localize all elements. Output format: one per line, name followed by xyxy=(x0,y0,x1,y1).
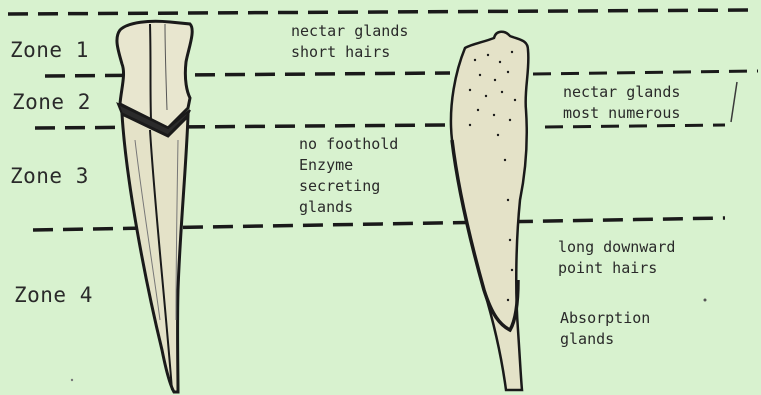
zone-4-hairs-annotation: long downward point hairs xyxy=(558,237,675,279)
annotation-line: glands xyxy=(560,329,650,350)
bracket-line xyxy=(731,82,737,122)
annotation-line: Absorption xyxy=(560,308,650,329)
zone-1-label: Zone 1 xyxy=(10,38,89,62)
pitcher-section-view xyxy=(451,32,528,390)
annotation-line: nectar glands xyxy=(291,21,408,42)
zone-boundary-1-2-right xyxy=(533,71,758,74)
zone-4-absorption-annotation: Absorption glands xyxy=(560,308,650,350)
annotation-line: no foothold xyxy=(299,134,398,155)
annotation-line: most numerous xyxy=(563,103,680,124)
zone-boundary-2-3-left xyxy=(35,125,450,128)
annotation-line: glands xyxy=(299,197,398,218)
zone-1-annotation: nectar glands short hairs xyxy=(291,21,408,63)
zone-2-label: Zone 2 xyxy=(12,90,91,114)
speck xyxy=(71,379,73,381)
annotation-line: point hairs xyxy=(558,258,675,279)
zone-2-annotation: nectar glands most numerous xyxy=(563,82,680,124)
zone-boundary-top xyxy=(8,10,755,14)
zone-boundary-2-3-right xyxy=(545,125,725,127)
zone-boundary-1-2-left xyxy=(45,73,450,76)
speck xyxy=(704,299,707,302)
annotation-line: secreting xyxy=(299,176,398,197)
zone-3-label: Zone 3 xyxy=(10,164,89,188)
annotation-line: Enzyme xyxy=(299,155,398,176)
zone-3-annotation: no foothold Enzyme secreting glands xyxy=(299,134,398,218)
annotation-line: nectar glands xyxy=(563,82,680,103)
annotation-line: short hairs xyxy=(291,42,408,63)
annotation-line: long downward xyxy=(558,237,675,258)
pitcher-external-view xyxy=(117,21,192,392)
zone-4-label: Zone 4 xyxy=(14,283,93,307)
